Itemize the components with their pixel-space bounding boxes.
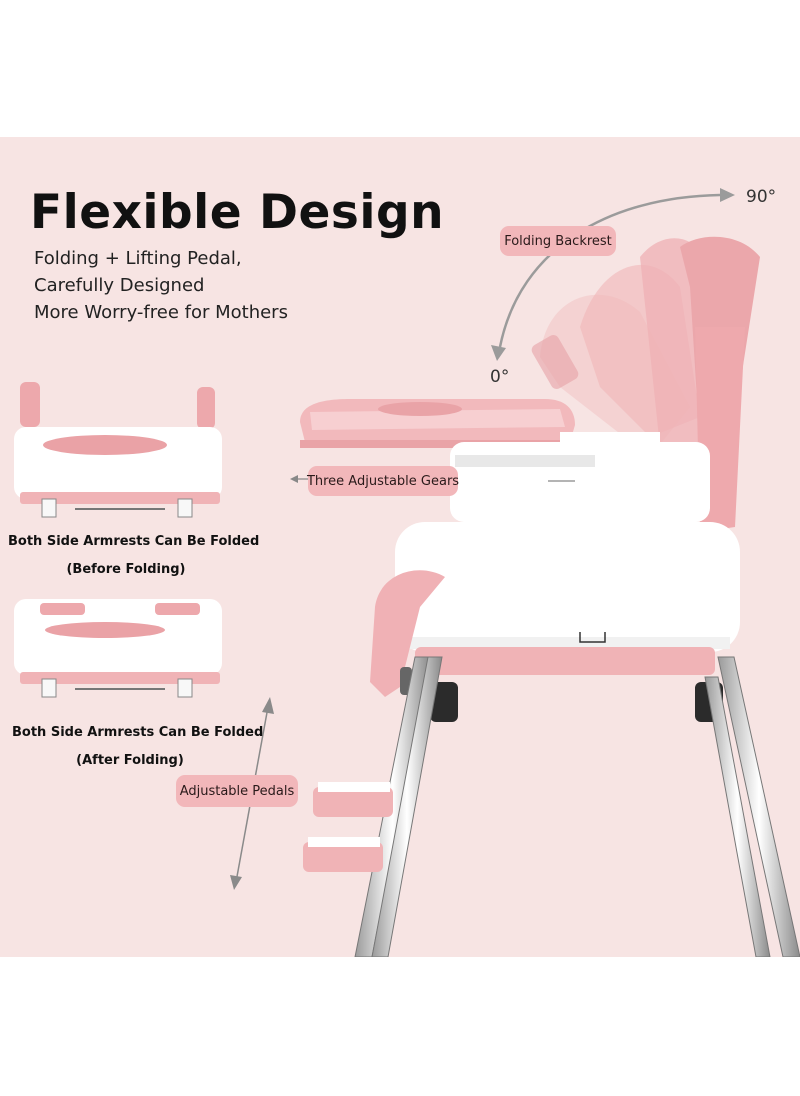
armrest-before-folding-view	[14, 382, 222, 518]
armrest	[370, 570, 445, 697]
pedals	[303, 782, 393, 872]
before-folding-caption-line1: Both Side Armrests Can Be Folded	[8, 534, 260, 549]
folding-backrest-label: Folding Backrest	[500, 226, 616, 256]
three-gears-label: Three Adjustable Gears	[307, 466, 459, 496]
description-line: Carefully Designed	[34, 275, 205, 296]
seat	[395, 442, 740, 675]
description-line: More Worry-free for Mothers	[34, 302, 288, 323]
product-panel: Flexible Design Folding + Lifting Pedal,…	[0, 137, 800, 957]
after-folding-caption-line2: (After Folding)	[76, 753, 184, 768]
wheels	[400, 667, 723, 722]
tray	[300, 399, 575, 448]
legs	[354, 656, 800, 957]
after-folding-caption-line1: Both Side Armrests Can Be Folded	[12, 725, 264, 740]
high-chair-illustration	[14, 188, 800, 957]
adjustable-pedals-label: Adjustable Pedals	[176, 775, 298, 807]
page-title: Flexible Design	[30, 185, 445, 240]
before-folding-caption-line2: (Before Folding)	[66, 562, 186, 577]
description-line: Folding + Lifting Pedal,	[34, 248, 242, 269]
armrest-after-folding-view	[14, 599, 222, 698]
angle-min-label: 0°	[490, 367, 510, 387]
angle-max-label: 90°	[746, 187, 777, 207]
feature-description: Folding + Lifting Pedal, Carefully Desig…	[34, 245, 288, 326]
